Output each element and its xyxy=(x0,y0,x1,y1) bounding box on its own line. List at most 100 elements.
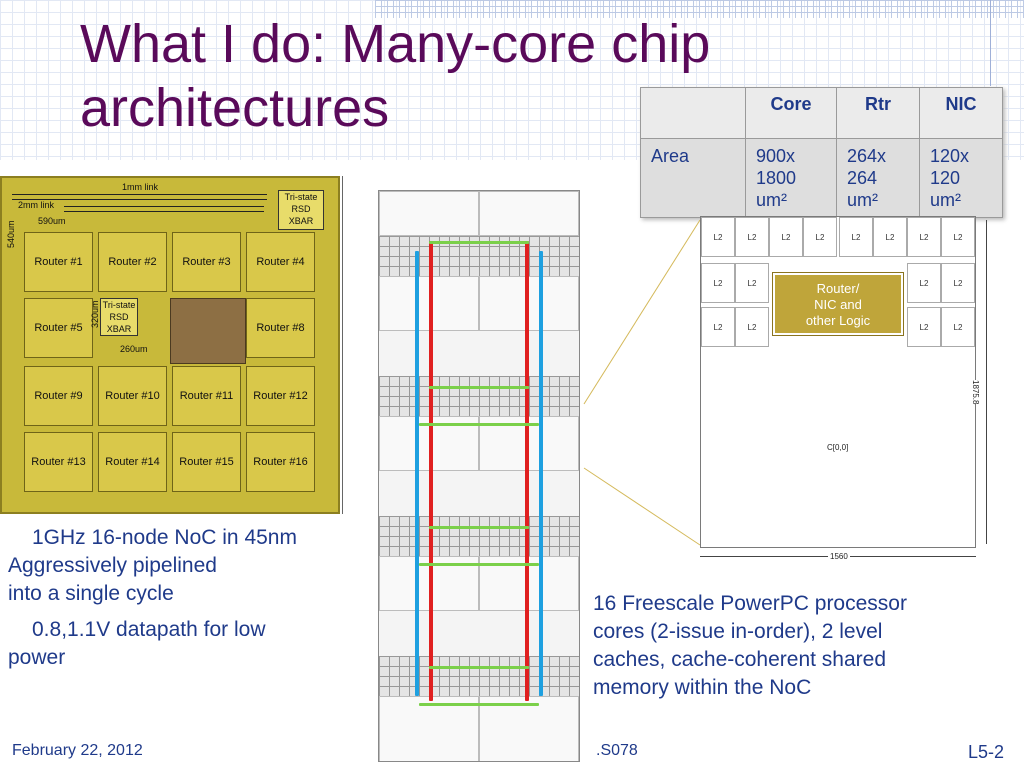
router-8: Router #8 xyxy=(246,298,315,358)
footer-date: February 22, 2012 xyxy=(12,742,143,759)
bus-green xyxy=(419,703,539,706)
l2-cache: L2 xyxy=(701,307,735,347)
bus-green xyxy=(429,241,529,244)
floor-tile xyxy=(479,696,579,761)
caption-pipelined-1: Aggressively pipelined xyxy=(8,554,217,577)
caption-noc: 1GHz 16-node NoC in 45nm xyxy=(32,526,297,549)
l2-cache: L2 xyxy=(907,217,941,257)
router-11: Router #11 xyxy=(172,366,241,426)
l2-cache: L2 xyxy=(735,263,769,303)
cell-line: um² xyxy=(756,190,787,210)
l2-cache: L2 xyxy=(701,263,735,303)
table-header-core: Core xyxy=(745,87,837,139)
xbar-line: XBAR xyxy=(106,324,132,334)
caption-datapath: 0.8,1.1V datapath for low xyxy=(32,618,266,641)
floor-tile xyxy=(379,696,479,761)
xbar-line: Tri-state xyxy=(284,192,318,202)
caption-powerpc-1: 16 Freescale PowerPC processor xyxy=(593,592,907,615)
router-13: Router #13 xyxy=(24,432,93,492)
router-1: Router #1 xyxy=(24,232,93,292)
height-dimension-label: 1875.8 xyxy=(971,380,980,405)
l2-cache: L2 xyxy=(941,263,975,303)
router-2: Router #2 xyxy=(98,232,167,292)
link-2mm-bar xyxy=(64,206,264,212)
l2-cache: L2 xyxy=(735,307,769,347)
bus-green xyxy=(419,423,539,426)
l2-cache: L2 xyxy=(941,217,975,257)
link-1mm-bar xyxy=(12,194,267,200)
table-cell-nic: 120x 120 um² xyxy=(919,138,1003,218)
width-dimension-label: 1560 xyxy=(828,552,850,561)
l2-cache: L2 xyxy=(907,307,941,347)
background-grid-band xyxy=(375,0,1024,18)
floorplan-diagram xyxy=(378,190,580,762)
dim-260-label: 260um xyxy=(120,344,148,354)
router-15: Router #15 xyxy=(172,432,241,492)
dim-590-label: 590um xyxy=(38,216,66,226)
caption-power: power xyxy=(8,646,66,669)
xbar-line: XBAR xyxy=(288,216,314,226)
caption-pipelined-2: into a single cycle xyxy=(8,582,174,605)
l2-cache: L2 xyxy=(839,217,873,257)
floor-tile xyxy=(379,191,479,236)
table-header-empty xyxy=(640,87,746,139)
height-dimension-line xyxy=(986,220,987,544)
bus-blue-left xyxy=(415,251,419,696)
xbar-line: RSD xyxy=(109,312,129,322)
l2-cache: L2 xyxy=(941,307,975,347)
cell-line: 264x xyxy=(847,146,887,166)
router-5: Router #5 xyxy=(24,298,93,358)
bus-red-right xyxy=(525,241,529,701)
router-nic-logic-block: Router/ NIC and other Logic xyxy=(772,272,904,336)
table-header-rtr: Rtr xyxy=(836,87,920,139)
xbar-line: Tri-state xyxy=(102,300,136,310)
xbar-line: RSD xyxy=(291,204,311,214)
cache-array xyxy=(379,376,579,416)
bus-green xyxy=(429,526,529,529)
bus-green xyxy=(429,666,529,669)
l2-cache: L2 xyxy=(735,217,769,257)
cell-line: 120 xyxy=(930,168,961,188)
bus-green xyxy=(429,386,529,389)
router-9: Router #9 xyxy=(24,366,93,426)
table-header-nic: NIC xyxy=(919,87,1003,139)
l2-cache: L2 xyxy=(907,263,941,303)
l2-cache: L2 xyxy=(701,217,735,257)
bus-green xyxy=(419,563,539,566)
bus-blue-right xyxy=(539,251,543,696)
link-1mm-label: 1mm link xyxy=(122,182,159,192)
floor-tile xyxy=(479,191,579,236)
table-cell-area-label: Area xyxy=(640,138,746,218)
area-table: Core Rtr NIC Area 900x 1800 um² 264x 264… xyxy=(640,87,1003,218)
xbar-top: Tri-state RSD XBAR xyxy=(278,190,324,230)
caption-powerpc-4: memory within the NoC xyxy=(593,676,812,699)
l2-cache: L2 xyxy=(873,217,907,257)
connector-bottom xyxy=(583,467,701,546)
l2-cache: L2 xyxy=(803,217,837,257)
die-router-closeup xyxy=(170,298,246,364)
cache-array xyxy=(379,516,579,556)
decorative-line xyxy=(990,0,991,86)
router-12: Router #12 xyxy=(246,366,315,426)
router-logic-line: Router/ xyxy=(816,281,860,296)
cell-line: 264 xyxy=(847,168,878,188)
xbar-center: Tri-state RSD XBAR xyxy=(100,298,138,336)
link-2mm-label: 2mm link xyxy=(18,200,55,210)
footer-slide-number: L5-2 xyxy=(968,742,1005,762)
cell-line: 900x xyxy=(756,146,796,166)
cache-array xyxy=(379,656,579,696)
router-3: Router #3 xyxy=(172,232,241,292)
caption-powerpc-2: cores (2-issue in-order), 2 level xyxy=(593,620,883,643)
caption-powerpc-3: caches, cache-coherent shared xyxy=(593,648,887,671)
core-label: C[0,0] xyxy=(827,443,849,452)
chip-die-photo: 1mm link 2mm link 590um Tri-state RSD XB… xyxy=(0,176,340,514)
footer-course: .S078 xyxy=(596,742,638,759)
tile-zoom-diagram: L2 L2 L2 L2 L2 L2 L2 L2 L2 L2 L2 L2 L2 L… xyxy=(700,216,976,548)
router-logic-line: other Logic xyxy=(805,313,871,328)
cell-line: um² xyxy=(847,190,878,210)
connector-top xyxy=(583,219,701,405)
table-row: Area 900x 1800 um² 264x 264 um² 120x 120… xyxy=(640,138,1003,218)
router-logic-line: NIC and xyxy=(814,297,862,312)
router-10: Router #10 xyxy=(98,366,167,426)
